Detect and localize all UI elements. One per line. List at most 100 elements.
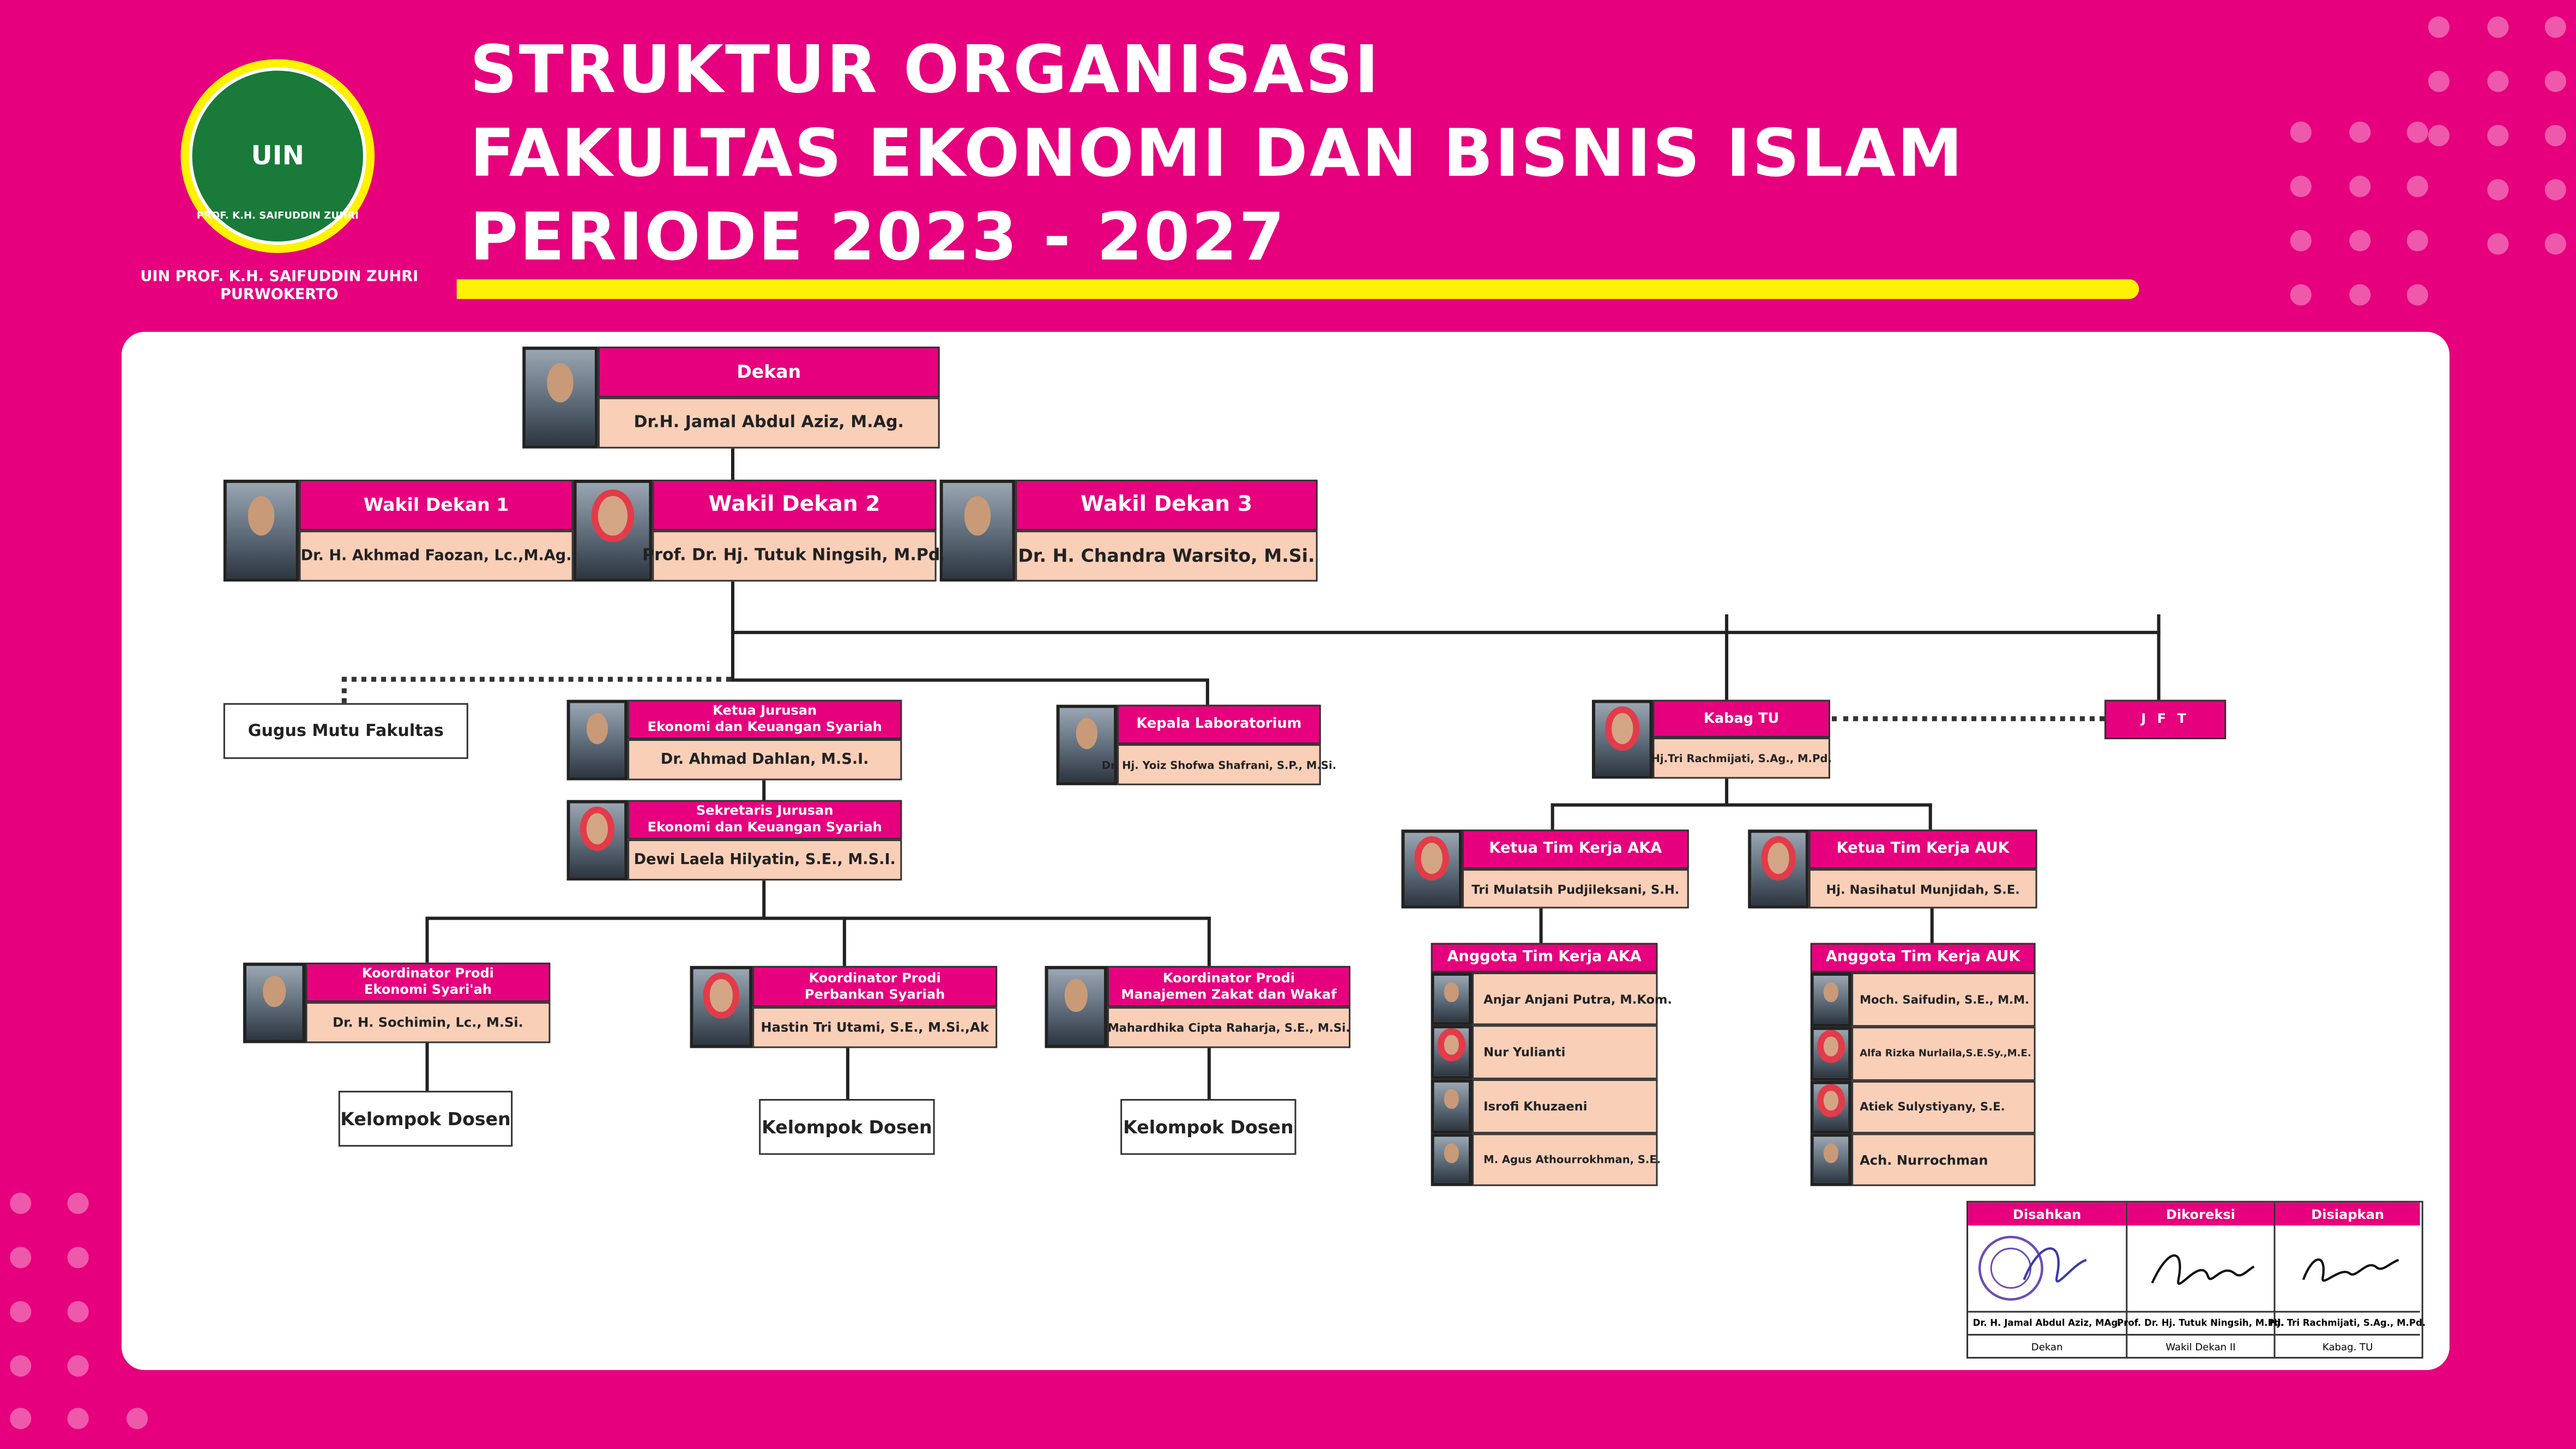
- title-line1: STRUKTUR ORGANISASI: [469, 33, 1381, 108]
- position-wakil-dekan-1: Wakil Dekan 1: [299, 479, 574, 531]
- connector: [846, 1048, 849, 1099]
- name-ketua-tim-kerja-aka: Tri Mulatsih Pudjileksani, S.H.: [1462, 869, 1689, 909]
- connector: [425, 916, 1211, 920]
- signature-role: Wakil Dekan II: [2127, 1333, 2274, 1359]
- position-ketua-jurusan-l1: Ketua Jurusan: [713, 703, 817, 718]
- position-ketua-tim-kerja-auk: Ketua Tim Kerja AUK: [1808, 829, 2037, 870]
- connector: [731, 446, 734, 480]
- kelompok-dosen-3: Kelompok Dosen: [1120, 1098, 1296, 1155]
- logo-text: UIN: [251, 140, 304, 171]
- photo-ketua-tim-kerja-auk: [1748, 829, 1809, 909]
- dotted-connector: [341, 677, 731, 682]
- connector: [425, 1043, 429, 1092]
- name-wakil-dekan-1: Dr. H. Akhmad Faozan, Lc.,M.Ag.: [299, 530, 574, 582]
- photo-koordinator-prodi-manajemen-zakat: [1045, 965, 1108, 1048]
- signature-name: Hj. Tri Rachmijati, S.Ag., M.Pd.: [2270, 1311, 2426, 1336]
- auk-member-name: Moch. Saifudin, S.E., M.M.: [1851, 972, 2036, 1027]
- kelompok-dosen-2: Kelompok Dosen: [759, 1098, 935, 1155]
- auk-member-name: Ach. Nurrochman: [1851, 1133, 2036, 1186]
- position-wakil-dekan-3: Wakil Dekan 3: [1015, 479, 1318, 531]
- logo-ring-text: PROF. K.H. SAIFUDDIN ZUHRI: [196, 210, 359, 222]
- signature-head: Disahkan: [1968, 1202, 2126, 1225]
- title-underline: [456, 279, 2139, 299]
- photo-ketua-tim-kerja-aka: [1401, 829, 1462, 909]
- photo-kepala-laboratorium: [1056, 704, 1118, 786]
- connector: [1205, 678, 1209, 705]
- stamp-signature-icon: [1978, 1235, 2087, 1301]
- connector: [1207, 1048, 1211, 1099]
- aka-member-name: M. Agus Athourrokhman, S.E.: [1472, 1133, 1661, 1186]
- dotted-connector: [341, 677, 347, 703]
- kp1-l1: Koordinator Prodi: [361, 965, 494, 981]
- signature-icon: [2151, 1254, 2255, 1285]
- gugus-mutu-fakultas: Gugus Mutu Fakultas: [223, 703, 468, 759]
- name-ketua-jurusan: Dr. Ahmad Dahlan, M.S.I.: [628, 739, 902, 781]
- signature-name: Dr. H. Jamal Abdul Aziz, MAg.: [1968, 1311, 2126, 1336]
- photo-auk-member: [1810, 1027, 1852, 1081]
- photo-koordinator-prodi-perbankan-syariah: [690, 965, 753, 1048]
- signature-head: Disiapkan: [2275, 1202, 2420, 1225]
- connector: [1930, 908, 1934, 943]
- photo-aka-member: [1431, 1133, 1473, 1186]
- position-sekretaris-jurusan-l1: Sekretaris Jurusan: [696, 803, 834, 818]
- position-koordinator-prodi-ekonomi-syariah: Koordinator Prodi Ekonomi Syari'ah: [305, 962, 551, 1003]
- university-name-line1: UIN PROF. K.H. SAIFUDDIN ZUHRI: [140, 269, 419, 286]
- connector: [842, 916, 846, 966]
- jft-box: J F T: [2104, 699, 2227, 740]
- kp2-l2: Perbankan Syariah: [804, 986, 945, 1001]
- name-dekan: Dr.H. Jamal Abdul Aziz, M.Ag.: [598, 397, 940, 449]
- signature-role: Kabag. TU: [2275, 1333, 2420, 1359]
- photo-ketua-jurusan: [566, 699, 628, 781]
- kp3-l1: Koordinator Prodi: [1162, 970, 1295, 985]
- position-sekretaris-jurusan-l2: Ekonomi dan Keuangan Syariah: [647, 819, 882, 835]
- kelompok-dosen-1: Kelompok Dosen: [338, 1090, 513, 1147]
- name-sekretaris-jurusan: Dewi Laela Hilyatin, S.E., M.S.I.: [628, 839, 902, 881]
- title-line2: FAKULTAS EKONOMI DAN BISNIS ISLAM: [469, 116, 1964, 192]
- connector: [1207, 916, 1211, 966]
- position-ketua-tim-kerja-aka: Ketua Tim Kerja AKA: [1462, 829, 1689, 870]
- connector: [731, 678, 1208, 682]
- auk-member-name: Alfa Rizka Nurlaila,S.E.Sy.,M.E.: [1851, 1027, 2036, 1081]
- photo-kabag-tu: [1591, 699, 1653, 779]
- signature-col-dikoreksi: Dikoreksi Prof. Dr. Hj. Tutuk Ningsih, M…: [2117, 1202, 2284, 1359]
- photo-wakil-dekan-3: [939, 479, 1016, 582]
- signature-table: Disahkan Dr. H. Jamal Abdul Aziz, MAg. D…: [1966, 1200, 2426, 1359]
- photo-auk-member: [1810, 1080, 1852, 1134]
- connector: [2157, 614, 2161, 700]
- connector: [1725, 778, 1729, 805]
- photo-wakil-dekan-2: [573, 479, 653, 582]
- photo-koordinator-prodi-ekonomi-syariah: [243, 962, 306, 1043]
- name-wakil-dekan-2: Prof. Dr. Hj. Tutuk Ningsih, M.Pd.: [642, 530, 946, 582]
- position-wakil-dekan-2: Wakil Dekan 2: [652, 479, 937, 531]
- position-sekretaris-jurusan: Sekretaris Jurusan Ekonomi dan Keuangan …: [628, 800, 902, 840]
- connector: [1551, 803, 1932, 807]
- signature-col-disiapkan: Disiapkan Hj. Tri Rachmijati, S.Ag., M.P…: [2270, 1202, 2426, 1359]
- signature-head: Dikoreksi: [2127, 1202, 2274, 1225]
- connector: [425, 916, 429, 963]
- dotted-connector: [1831, 716, 2105, 721]
- photo-auk-member: [1810, 1133, 1852, 1186]
- photo-dekan: [522, 346, 598, 449]
- signature-role: Dekan: [1968, 1333, 2126, 1359]
- signature-col-disahkan: Disahkan Dr. H. Jamal Abdul Aziz, MAg. D…: [1968, 1202, 2128, 1359]
- connector: [1551, 803, 1554, 830]
- photo-aka-member: [1431, 1079, 1473, 1134]
- position-kabag-tu: Kabag TU: [1652, 699, 1830, 738]
- signature-name: Prof. Dr. Hj. Tutuk Ningsih, M.Pd.: [2117, 1311, 2284, 1336]
- university-name-line2: PURWOKERTO: [220, 287, 339, 304]
- auk-member-name: Atiek Sulystiyany, S.E.: [1851, 1080, 2036, 1134]
- aka-member-name: Anjar Anjani Putra, M.Kom.: [1472, 972, 1672, 1025]
- aka-member-name: Nur Yulianti: [1472, 1025, 1658, 1079]
- university-logo: UIN PROF. K.H. SAIFUDDIN ZUHRI: [180, 59, 375, 253]
- position-koordinator-prodi-perbankan-syariah: Koordinator Prodi Perbankan Syariah: [752, 965, 998, 1007]
- title-line3: PERIODE 2023 - 2027: [469, 200, 1287, 276]
- auk-members-title: Anggota Tim Kerja AUK: [1810, 943, 2036, 973]
- name-kabag-tu: Hj.Tri Rachmijati, S.Ag., M.Pd.: [1651, 738, 1832, 779]
- connector: [1539, 908, 1543, 943]
- photo-wakil-dekan-1: [223, 479, 299, 582]
- name-koordinator-prodi-perbankan-syariah: Hastin Tri Utami, S.E., M.Si.,Ak: [752, 1007, 998, 1048]
- photo-sekretaris-jurusan: [566, 800, 628, 881]
- aka-members-title: Anggota Tim Kerja AKA: [1431, 943, 1658, 973]
- connector: [762, 780, 766, 800]
